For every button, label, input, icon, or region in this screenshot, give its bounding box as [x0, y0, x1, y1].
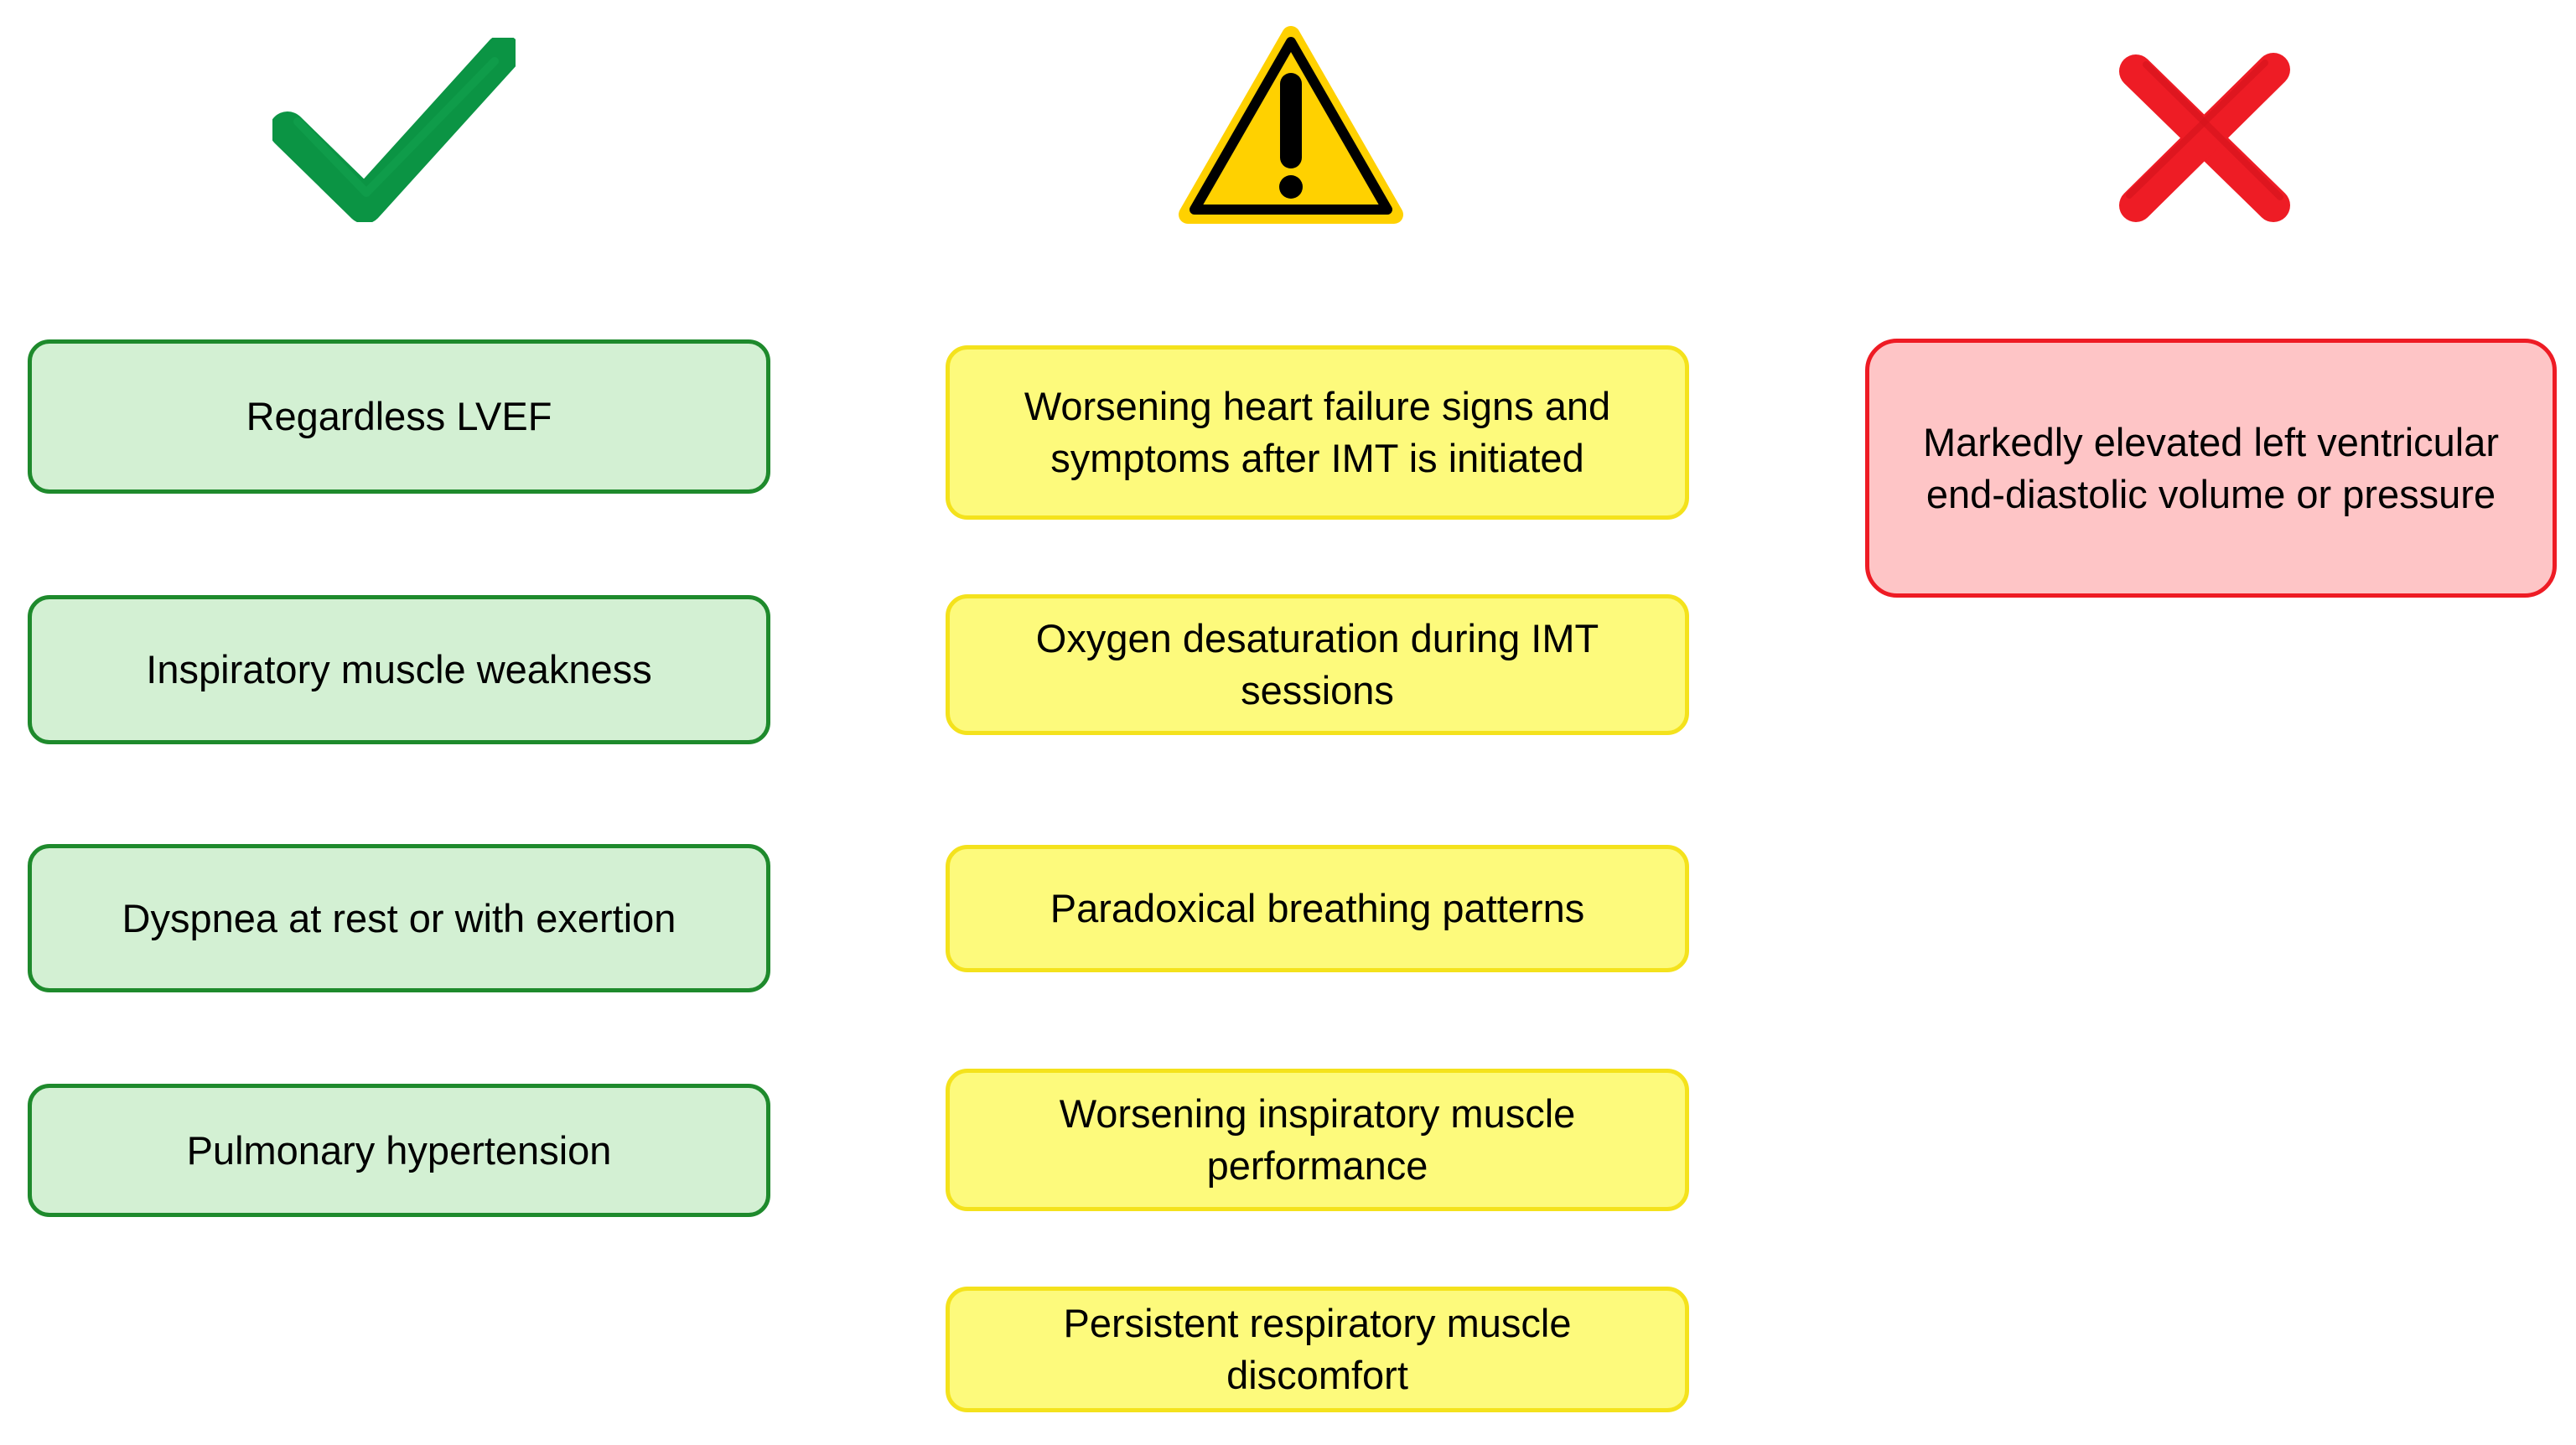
indication-text: Regardless LVEF	[246, 394, 552, 438]
indication-text: Dyspnea at rest or with exertion	[122, 895, 676, 940]
warning-icon	[1178, 23, 1404, 229]
caution-text: symptoms after IMT is initiated	[1050, 436, 1584, 480]
contraindication-text: Markedly elevated left ventricular	[1922, 419, 2500, 464]
indication-text: Inspiratory muscle weakness	[146, 647, 652, 691]
caution-box: Paradoxical breathing patterns	[946, 845, 1689, 972]
caution-text: performance	[1206, 1143, 1428, 1188]
caution-text: Persistent respiratory muscle	[1063, 1301, 1572, 1345]
contraindication-box: Markedly elevated left ventricular end-d…	[1865, 339, 2557, 598]
caution-text: discomfort	[1226, 1353, 1408, 1397]
indication-box: Regardless LVEF	[28, 339, 770, 494]
caution-box: Worsening inspiratory muscle performance	[946, 1069, 1689, 1211]
indication-box: Pulmonary hypertension	[28, 1084, 770, 1217]
caution-text: Oxygen desaturation during IMT	[1035, 616, 1599, 660]
caution-text: Worsening heart failure signs and	[1024, 384, 1611, 428]
indication-text: Pulmonary hypertension	[186, 1127, 612, 1173]
caution-text: Worsening inspiratory muscle	[1059, 1091, 1576, 1136]
caution-box: Worsening heart failure signs and sympto…	[946, 345, 1689, 520]
cross-icon	[2112, 46, 2297, 226]
caution-box: Oxygen desaturation during IMT sessions	[946, 594, 1689, 735]
indication-box: Inspiratory muscle weakness	[28, 595, 770, 744]
caution-text: Paradoxical breathing patterns	[1050, 886, 1585, 930]
indication-box: Dyspnea at rest or with exertion	[28, 844, 770, 992]
caution-box: Persistent respiratory muscle discomfort	[946, 1287, 1689, 1412]
checkmark-icon	[272, 38, 516, 222]
caution-text: sessions	[1241, 668, 1394, 712]
contraindication-text: end-diastolic volume or pressure	[1926, 471, 2496, 516]
